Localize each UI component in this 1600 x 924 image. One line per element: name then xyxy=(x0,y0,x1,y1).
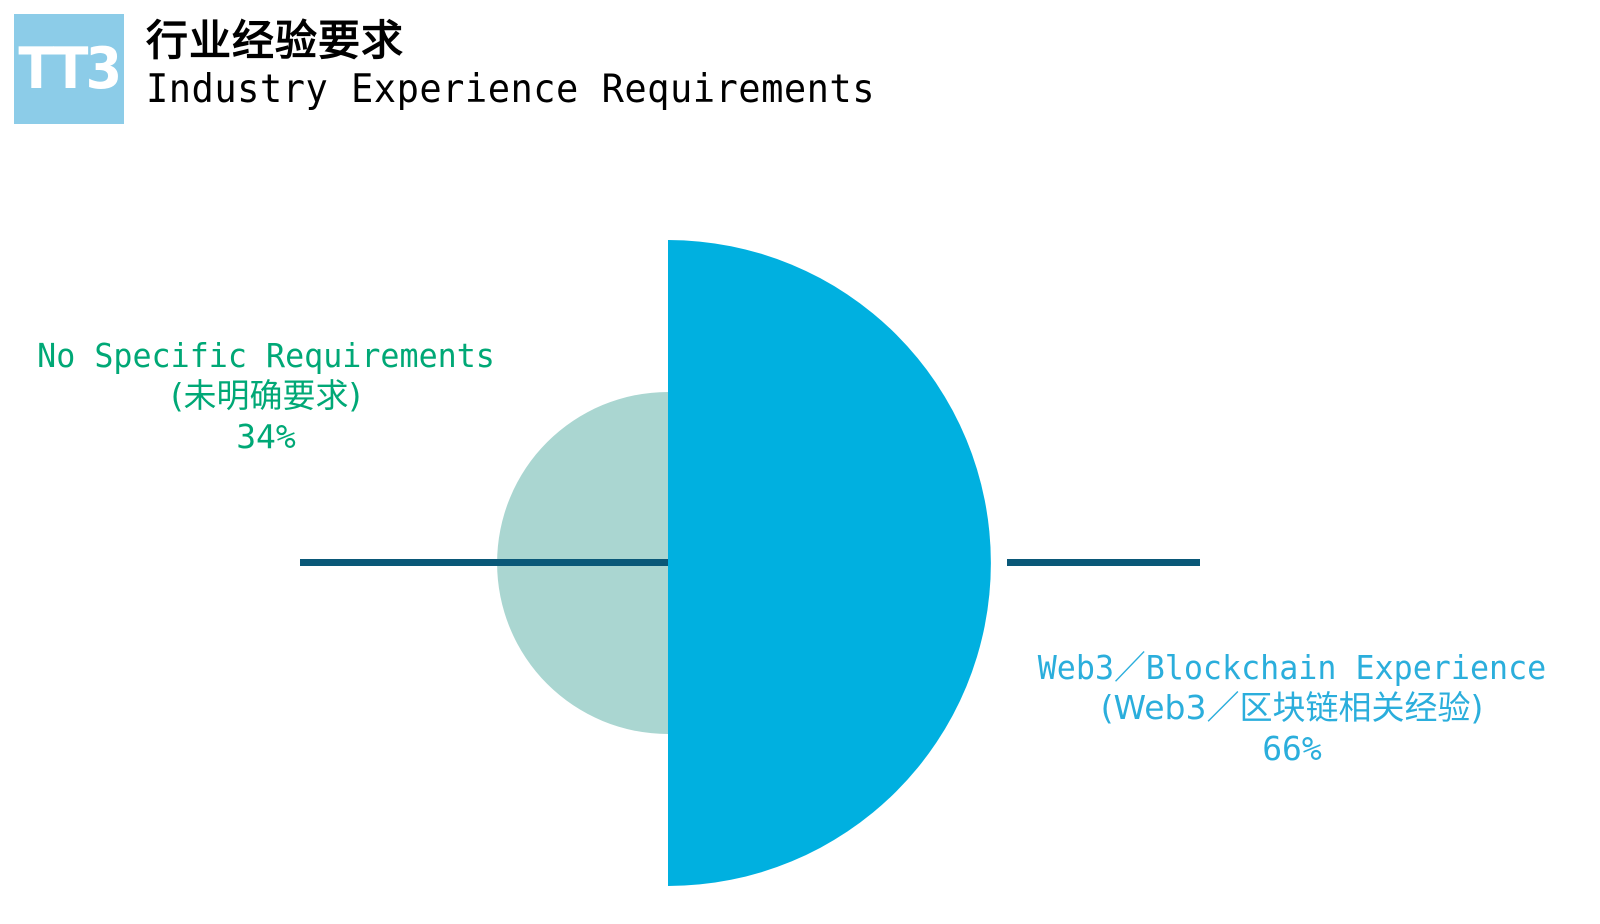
label-right-percentage: 66% xyxy=(1262,728,1322,768)
label-left-chinese: (未明确要求) xyxy=(170,376,362,416)
label-web3-blockchain-experience: Web3／Blockchain Experience (Web3／区块链相关经验… xyxy=(1012,648,1572,769)
label-left-english: No Specific Requirements xyxy=(37,336,495,375)
axis-line-right xyxy=(1007,559,1200,566)
label-left-percentage: 34% xyxy=(236,416,296,456)
page-title-english: Industry Experience Requirements xyxy=(146,67,875,112)
segment-web3-blockchain-experience xyxy=(668,240,991,886)
label-right-english: Web3／Blockchain Experience xyxy=(1037,648,1547,687)
label-right-chinese: (Web3／区块链相关经验) xyxy=(1100,688,1484,728)
logo-text: TT3 xyxy=(18,35,123,102)
logo-badge: TT3 xyxy=(14,14,124,124)
axis-line-left xyxy=(300,559,668,566)
label-no-specific-requirements: No Specific Requirements (未明确要求) 34% xyxy=(26,336,506,457)
page-title-chinese: 行业经验要求 xyxy=(146,16,405,65)
page-title: 行业经验要求 Industry Experience Requirements xyxy=(146,16,1246,114)
